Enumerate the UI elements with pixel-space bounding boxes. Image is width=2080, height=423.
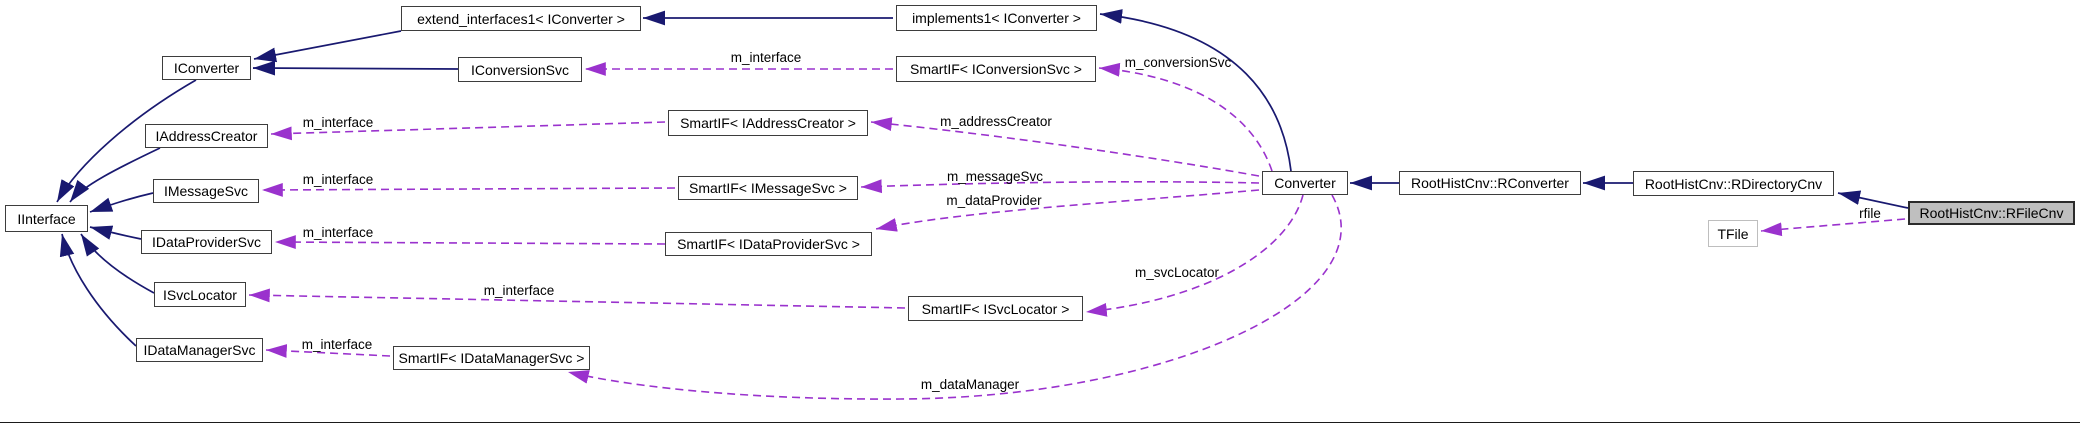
edge-label-e22: m_interface [484,283,555,298]
node-smartif_idataprovidersvc[interactable]: SmartIF< IDataProviderSvc > [665,232,872,256]
node-imessagesvc[interactable]: IMessageSvc [153,179,259,203]
node-smartif_isvclocator[interactable]: SmartIF< ISvcLocator > [908,296,1083,321]
node-idataprovidersvc[interactable]: IDataProviderSvc [141,230,272,254]
edge-label-e15: m_conversionSvc [1125,55,1232,70]
edge-smartif_idataprovidersvc-to-idataprovidersvc [274,235,666,250]
node-smartif_iconversionsvc[interactable]: SmartIF< IConversionSvc > [896,56,1096,82]
edge-label-e21: m_dataProvider [946,193,1042,208]
node-converter[interactable]: Converter [1262,171,1348,195]
edge-converter-to-implements1_iconverter [1099,9,1292,172]
edge-iconverter-to-iinterface [56,79,197,203]
node-roothistcnv_rconverter[interactable]: RootHistCnv::RConverter [1399,171,1581,195]
edge-smartif_isvclocator-to-isvclocator [248,288,906,309]
node-isvclocator[interactable]: ISvcLocator [154,282,246,307]
edge-converter-to-smartif_iconversionsvc [1098,62,1273,172]
edge-label-e24: m_interface [302,337,373,352]
edge-isvclocator-to-iinterface [80,233,155,294]
edge-idatamanagersvc-to-iinterface [59,233,137,347]
edge-converter-to-smartif_isvclocator [1085,194,1304,317]
edge-label-e26: rfile [1859,206,1881,221]
edge-converter-to-smartif_iaddresscreator [870,117,1260,177]
node-roothistcnv_rdirectorycnv[interactable]: RootHistCnv::RDirectoryCnv [1633,171,1834,196]
edge-smartif_idatamanagersvc-to-idatamanagersvc [265,344,391,358]
edge-label-e17: m_addressCreator [940,114,1052,129]
edge-label-e20: m_interface [303,225,374,240]
edge-smartif_imessagesvc-to-imessagesvc [261,182,676,197]
edge-label-e14: m_interface [731,50,802,65]
node-implements1_iconverter[interactable]: implements1< IConverter > [896,5,1097,31]
node-iinterface[interactable]: IInterface [5,205,88,232]
edge-converter-to-smartif_imessagesvc [860,179,1260,194]
node-smartif_iaddresscreator[interactable]: SmartIF< IAddressCreator > [668,110,868,136]
edge-idataprovidersvc-to-iinterface [89,225,142,240]
node-idatamanagersvc[interactable]: IDataManagerSvc [136,338,263,362]
edge-label-e16: m_interface [303,115,374,130]
node-smartif_imessagesvc[interactable]: SmartIF< IMessageSvc > [678,176,858,200]
node-iaddresscreator[interactable]: IAddressCreator [145,124,268,148]
node-tfile[interactable]: TFile [1708,220,1758,247]
edge-roothistcnv_rfilecnv-to-tfile [1760,218,1906,237]
edge-converter-to-smartif_idatamanagersvc [567,194,1342,400]
edge-roothistcnv_rfilecnv-to-roothistcnv_rdirectorycnv [1837,190,1909,209]
edge-converter-to-smartif_idataprovidersvc [875,189,1260,232]
node-roothistcnv_rfilecnv[interactable]: RootHistCnv::RFileCnv [1908,201,2075,225]
node-smartif_idatamanagersvc[interactable]: SmartIF< IDataManagerSvc > [393,346,590,370]
edge-label-e25: m_dataManager [921,377,1020,392]
node-iconverter[interactable]: IConverter [162,56,251,80]
edge-label-e19: m_messageSvc [947,169,1043,184]
edge-iaddresscreator-to-iinterface [69,147,161,203]
node-iconversionsvc[interactable]: IConversionSvc [458,57,582,82]
edge-iconversionsvc-to-iconverter [252,60,459,76]
edge-label-e23: m_svcLocator [1135,265,1220,280]
node-extend_interfaces1_iconverter[interactable]: extend_interfaces1< IConverter > [401,6,641,31]
edge-imessagesvc-to-iinterface [89,192,154,213]
edge-smartif_iaddresscreator-to-iaddresscreator [270,121,666,141]
edge-extend_interfaces1_iconverter-to-iconverter [253,30,402,63]
edge-label-e18: m_interface [303,172,374,187]
